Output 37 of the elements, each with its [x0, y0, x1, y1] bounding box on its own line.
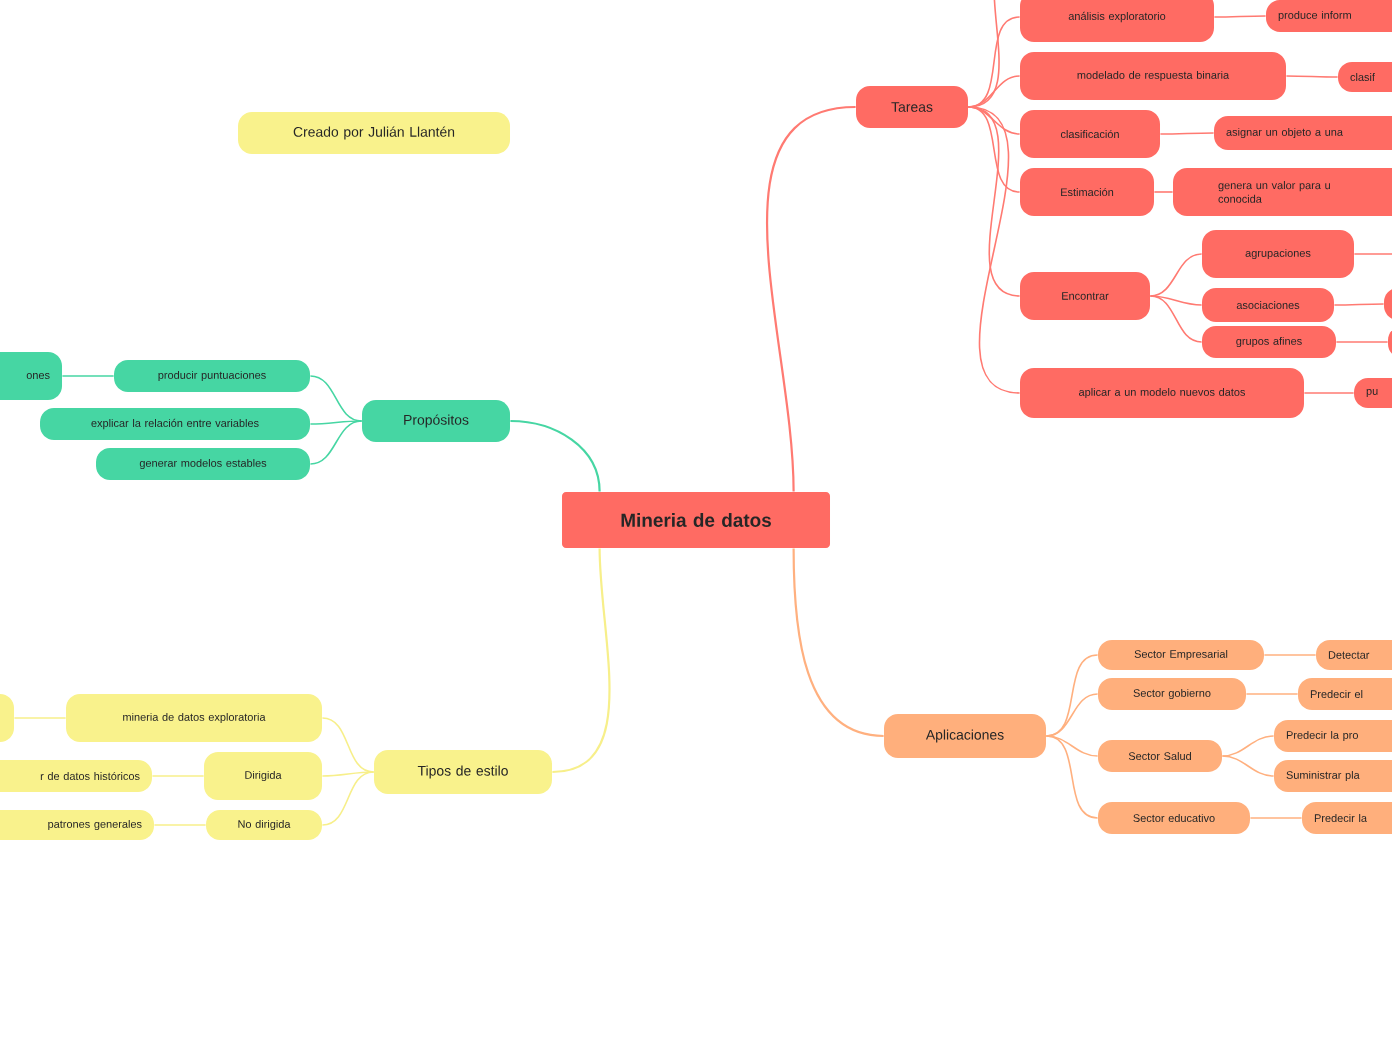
branch-line — [1153, 191, 1174, 193]
central-topic: Mineria de datos — [562, 492, 830, 548]
branch-line — [967, 0, 1000, 108]
branch-line — [321, 717, 375, 773]
branch-line — [510, 419, 601, 492]
branch-line — [1213, 15, 1267, 18]
branch-line — [321, 771, 375, 777]
branch-line — [153, 824, 207, 826]
branch-line — [13, 717, 67, 719]
branch-line — [1263, 654, 1317, 656]
branch-line — [1159, 132, 1215, 135]
branch-line — [792, 548, 884, 738]
branch-line — [309, 375, 363, 422]
branch-line — [1045, 735, 1099, 819]
branch-line — [1249, 817, 1303, 819]
branch-line — [1285, 75, 1339, 78]
branch-line — [1221, 755, 1275, 777]
branch-line — [151, 775, 205, 777]
subtopic-box — [0, 694, 14, 742]
branch-line — [552, 548, 611, 774]
branch-line — [61, 375, 115, 377]
branch-line — [766, 105, 856, 492]
branch-line — [309, 420, 363, 425]
branch-line — [1045, 693, 1099, 737]
branch-line — [1245, 693, 1299, 695]
branch-line — [1333, 303, 1385, 306]
branch-line — [1149, 295, 1203, 343]
branch-line — [1149, 253, 1203, 297]
branch-line — [967, 106, 1021, 394]
branch-line — [321, 771, 375, 826]
branch-line — [309, 420, 363, 465]
branch-line — [1221, 735, 1275, 757]
subtopic-box — [1384, 288, 1392, 320]
branch-line — [1353, 253, 1392, 255]
branch-line — [1149, 295, 1203, 306]
branch-line — [1335, 341, 1389, 343]
branch-line — [1303, 392, 1355, 394]
